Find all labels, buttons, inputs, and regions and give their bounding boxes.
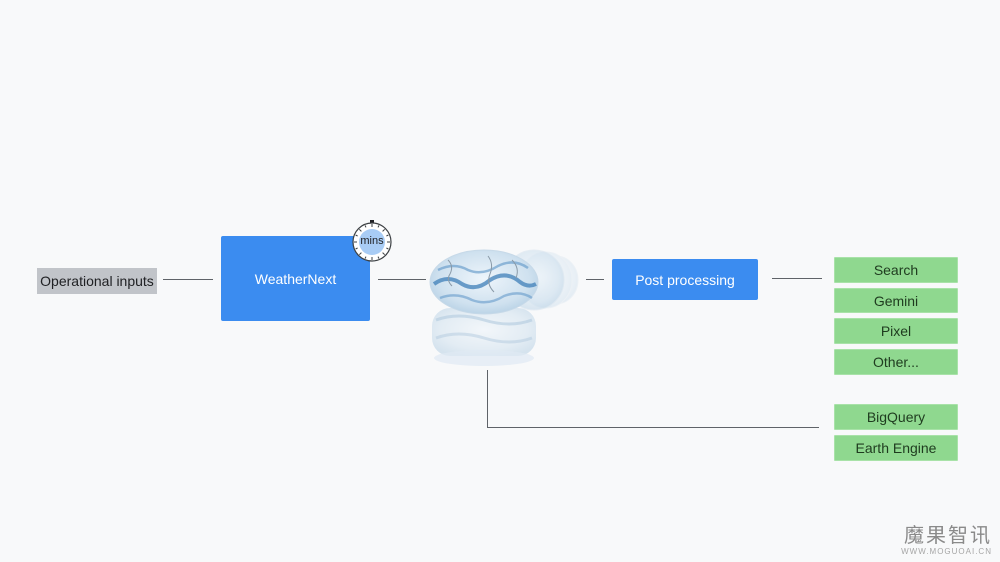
connector-post-products	[772, 278, 822, 279]
weathernext-node: WeatherNext	[221, 236, 370, 321]
operational-inputs-node: Operational inputs	[37, 268, 157, 294]
stopwatch-icon	[352, 220, 392, 262]
connector-globe-post	[586, 279, 604, 280]
product-other: Other...	[834, 349, 958, 375]
timer-label: mins	[360, 235, 384, 247]
post-processing-label: Post processing	[635, 271, 735, 288]
product-gemini: Gemini	[834, 288, 958, 313]
connector-to-data-outputs	[487, 427, 819, 428]
product-search: Search	[834, 257, 958, 283]
watermark-sub: WWW.MOGUOAI.CN	[901, 547, 992, 556]
output-bigquery-label: BigQuery	[866, 409, 926, 425]
output-earth-engine: Earth Engine	[834, 435, 958, 461]
output-earth-engine-label: Earth Engine	[855, 440, 937, 456]
watermark-main: 魔果智讯	[904, 525, 992, 547]
weathernext-label: WeatherNext	[254, 270, 337, 287]
forecast-globes-image	[429, 249, 579, 366]
product-gemini-label: Gemini	[873, 292, 919, 309]
product-search-label: Search	[873, 262, 919, 278]
watermark: 魔果智讯 WWW.MOGUOAI.CN	[901, 525, 992, 556]
connector-globe-down	[487, 370, 488, 428]
connector-model-globe	[378, 279, 426, 280]
product-other-label: Other...	[873, 354, 919, 370]
operational-inputs-label: Operational inputs	[40, 273, 154, 289]
output-bigquery: BigQuery	[834, 404, 958, 430]
post-processing-node: Post processing	[612, 259, 758, 300]
connector-input-model	[163, 279, 213, 280]
product-pixel-label: Pixel	[880, 323, 912, 339]
product-pixel: Pixel	[834, 318, 958, 344]
